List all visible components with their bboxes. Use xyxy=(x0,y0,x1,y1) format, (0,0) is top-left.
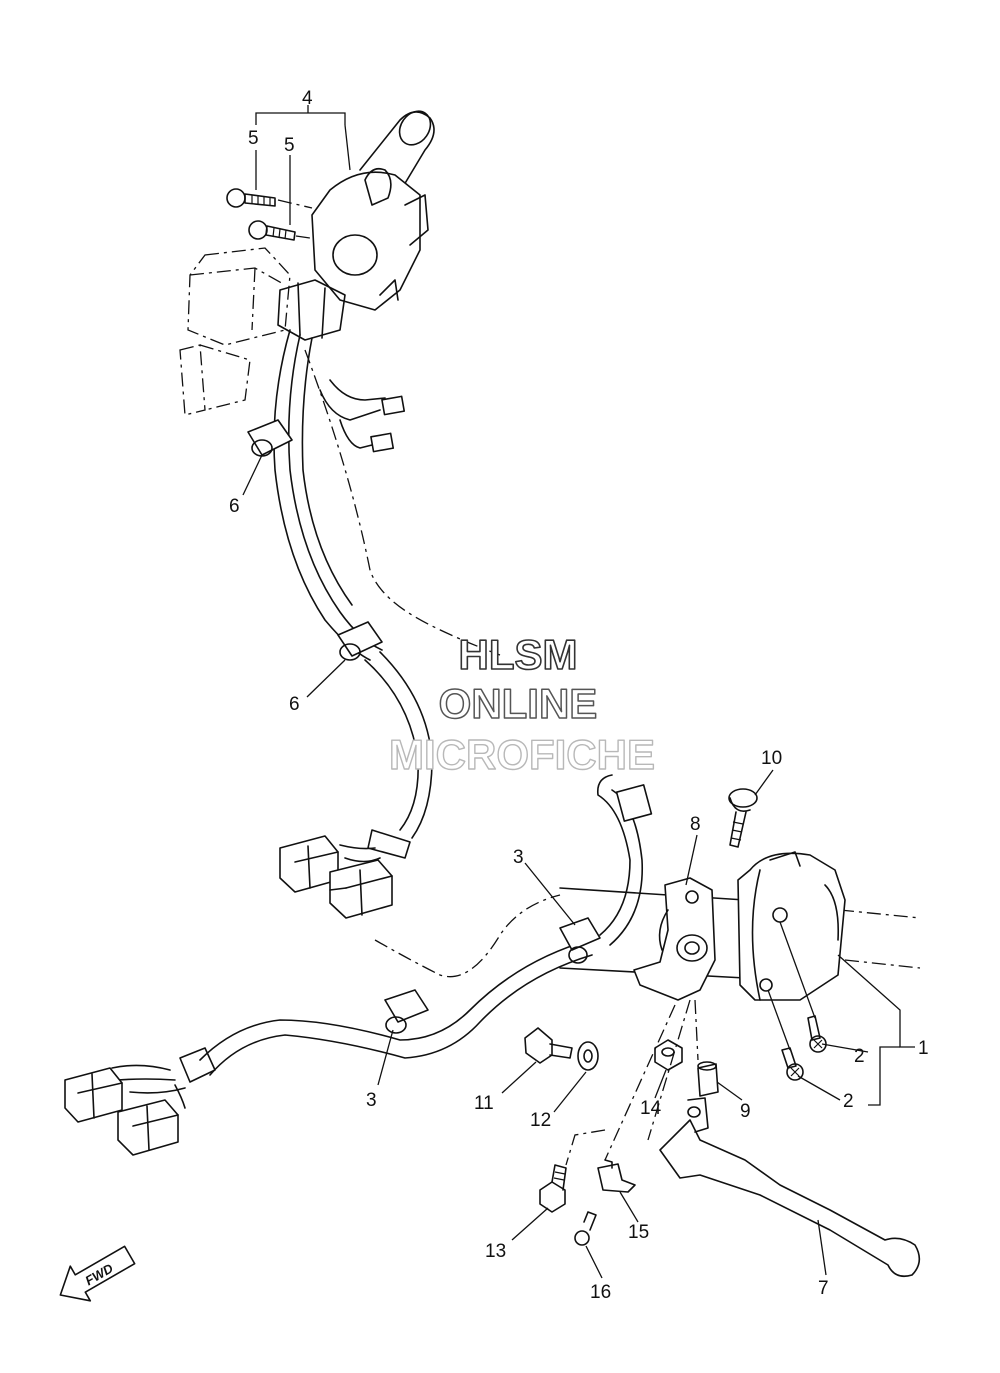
callout-5a: 5 xyxy=(248,128,259,149)
right-handlebar-harness xyxy=(64,774,746,1156)
bolt-11 xyxy=(524,1027,573,1064)
callout-9: 9 xyxy=(740,1101,751,1122)
callout-1: 1 xyxy=(918,1038,929,1059)
callout-14: 14 xyxy=(640,1098,662,1119)
callout-2a: 2 xyxy=(854,1046,865,1067)
screw-2-lower xyxy=(781,1047,804,1081)
callout-6b: 6 xyxy=(289,694,300,715)
callout-7: 7 xyxy=(818,1278,829,1299)
collar-9 xyxy=(697,1061,719,1097)
callout-2b: 2 xyxy=(843,1091,854,1112)
watermark-line1: HLSM xyxy=(459,631,578,678)
callout-13: 13 xyxy=(485,1241,506,1262)
lever-and-switch-assembly xyxy=(633,851,921,1278)
watermark: HLSM ONLINE MICROFICHE xyxy=(388,630,655,779)
callout-8: 8 xyxy=(690,814,701,835)
callout-3b: 3 xyxy=(366,1090,377,1111)
callout-16: 16 xyxy=(590,1282,611,1303)
left-handlebar-switch-assembly xyxy=(179,110,435,919)
callout-4: 4 xyxy=(302,88,313,109)
washer-12 xyxy=(577,1041,599,1071)
bolt-13 xyxy=(539,1164,567,1213)
handlebar-outline xyxy=(304,349,921,978)
nut-14 xyxy=(654,1039,683,1071)
watermark-line3: MICROFICHE xyxy=(389,731,655,778)
leader-lines xyxy=(242,105,915,1279)
screw-5-upper xyxy=(226,188,276,208)
callout-11: 11 xyxy=(474,1093,494,1114)
screw-5-lower xyxy=(248,220,296,241)
switch-15 xyxy=(597,1159,636,1193)
callout-15: 15 xyxy=(628,1222,649,1243)
callout-5b: 5 xyxy=(284,135,295,156)
callout-numbers: 1 2 2 3 3 4 5 5 6 6 7 8 9 10 11 12 13 14… xyxy=(229,88,929,1303)
fwd-arrow: FWD xyxy=(59,1245,136,1302)
screw-16 xyxy=(574,1211,597,1246)
watermark-line2: ONLINE xyxy=(439,680,598,727)
bolt-10 xyxy=(728,788,758,848)
fasteners xyxy=(226,188,827,1246)
screw-2-upper xyxy=(807,1015,827,1053)
callout-3a: 3 xyxy=(513,847,524,868)
callout-6a: 6 xyxy=(229,496,240,517)
callout-12: 12 xyxy=(530,1110,551,1131)
callout-10: 10 xyxy=(761,748,782,769)
